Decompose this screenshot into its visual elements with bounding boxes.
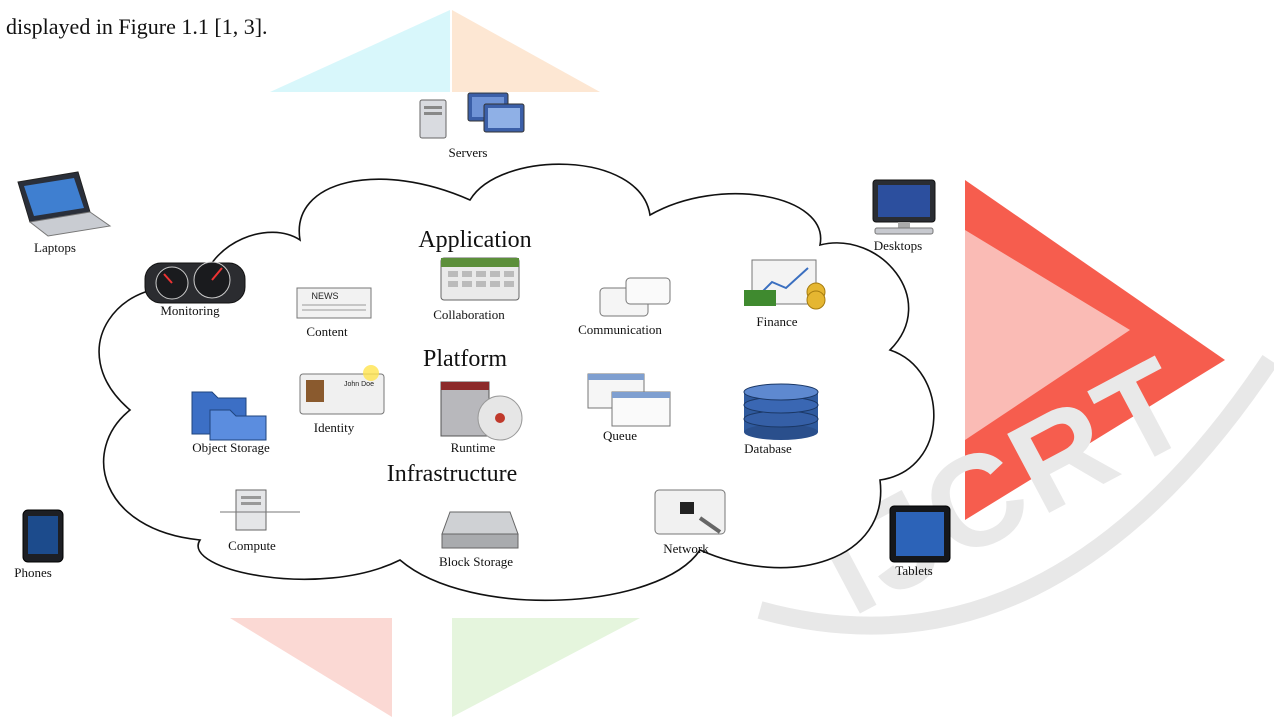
cloud-outline: [98, 163, 935, 602]
content-label: Content: [306, 324, 348, 339]
finance-label: Finance: [756, 314, 797, 329]
servers-label: Servers: [449, 145, 488, 160]
communication-bubbles-icon: [599, 277, 671, 317]
intro-text: displayed in Figure 1.1 [1, 3].: [6, 14, 268, 39]
layer-title-platform: Platform: [423, 346, 507, 372]
object-storage-folder-icon: [191, 391, 267, 441]
identity-label: Identity: [314, 420, 355, 435]
monitoring-label: Monitoring: [160, 303, 220, 318]
communication-label: Communication: [578, 322, 662, 337]
block-storage-drive-icon: [441, 511, 519, 549]
tablet-icon: [889, 505, 951, 563]
identity-card-icon: John Doe: [299, 365, 385, 415]
laptop-icon: [17, 171, 112, 237]
phone-icon: [22, 509, 64, 563]
identity-card-name: John Doe: [344, 381, 374, 388]
finance-chart-icon: [744, 259, 826, 310]
layer-title-infrastructure: Infrastructure: [387, 461, 518, 487]
watermark-pink-shape: [965, 230, 1130, 440]
network-jack-icon: [654, 489, 726, 535]
tablets-label: Tablets: [895, 563, 932, 578]
object-storage-label: Object Storage: [192, 440, 270, 455]
watermark-cyan-triangle: [270, 10, 450, 92]
content-news-icon: NEWS: [296, 287, 372, 319]
watermark-gray-arc: [757, 355, 1274, 635]
network-label: Network: [663, 541, 709, 556]
queue-windows-icon: [587, 373, 671, 427]
desktop-icon: [872, 179, 936, 235]
news-icon-text: NEWS: [312, 291, 339, 301]
laptops-label: Laptops: [34, 240, 76, 255]
collaboration-label: Collaboration: [433, 307, 505, 322]
queue-label: Queue: [603, 428, 637, 443]
collaboration-calendar-icon: [440, 257, 520, 301]
compute-tower-icon: [220, 489, 300, 531]
watermark-green-triangle: [452, 618, 640, 717]
runtime-label: Runtime: [451, 440, 496, 455]
database-cylinder-icon: [743, 383, 819, 440]
phones-label: Phones: [14, 565, 52, 580]
servers-icon: [419, 92, 525, 139]
layer-title-application: Application: [418, 227, 531, 253]
desktops-label: Desktops: [874, 238, 922, 253]
database-label: Database: [744, 441, 792, 456]
compute-label: Compute: [228, 538, 276, 553]
block-storage-label: Block Storage: [439, 554, 513, 569]
monitoring-gauge-icon: [144, 261, 246, 304]
watermark-lower-red-triangle: [230, 618, 392, 717]
watermark-orange-triangle: [452, 10, 600, 92]
runtime-disc-icon: [440, 381, 523, 441]
